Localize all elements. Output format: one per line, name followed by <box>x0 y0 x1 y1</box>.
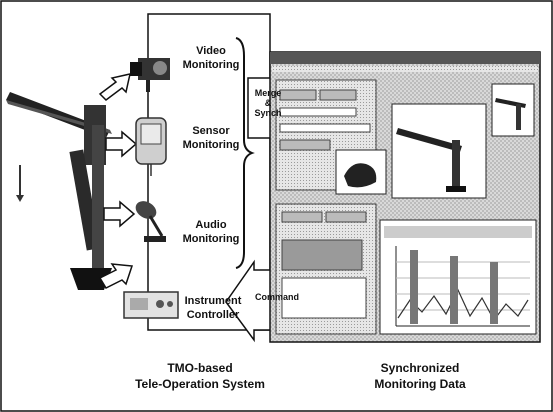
command-tag-text: Command <box>254 292 300 302</box>
right-caption: Synchronized Monitoring Data <box>340 360 500 392</box>
audio-label-line1: Audio <box>176 218 246 232</box>
command-tag: Command <box>254 292 300 302</box>
instrument-label-line2: Controller <box>176 308 250 322</box>
merge-synch-tag: Merge & Synch <box>250 88 286 118</box>
audio-monitoring-label: Audio Monitoring <box>176 218 246 246</box>
left-caption: TMO-based Tele-Operation System <box>110 360 290 392</box>
sensor-monitoring-label: Sensor Monitoring <box>176 124 246 152</box>
monitoring-screenshot <box>270 52 540 342</box>
video-label-line1: Video <box>176 44 246 58</box>
sensor-label-line1: Sensor <box>176 124 246 138</box>
left-caption-line1: TMO-based <box>110 360 290 376</box>
merge-tag-line1: Merge <box>250 88 286 98</box>
audio-label-line2: Monitoring <box>176 232 246 246</box>
sensor-label-line2: Monitoring <box>176 138 246 152</box>
instrument-box <box>124 292 178 318</box>
merge-tag-line3: Synch <box>250 108 286 118</box>
right-caption-line1: Synchronized <box>340 360 500 376</box>
merge-tag-line2: & <box>250 98 286 108</box>
video-monitoring-label: Video Monitoring <box>176 44 246 72</box>
left-caption-line2: Tele-Operation System <box>110 376 290 392</box>
video-label-line2: Monitoring <box>176 58 246 72</box>
instrument-controller-label: Instrument Controller <box>176 294 250 322</box>
right-caption-line2: Monitoring Data <box>340 376 500 392</box>
instrument-label-line1: Instrument <box>176 294 250 308</box>
